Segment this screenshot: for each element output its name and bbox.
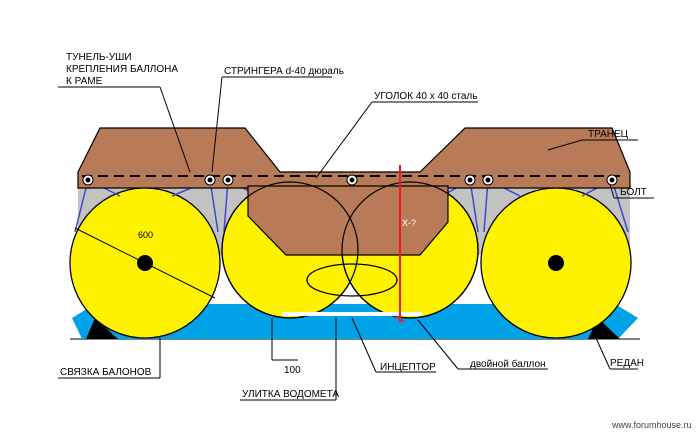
x-marker <box>395 165 405 323</box>
label-redan: РЕДАН <box>610 358 644 369</box>
inceptor-ellipse <box>306 263 398 297</box>
label-angle: УГОЛОК 40 х 40 сталь <box>374 91 477 102</box>
diameter-line <box>74 227 216 299</box>
label-inceptor: ИНЦЕПТОР <box>380 362 436 373</box>
label-tunnel-2: КРЕПЛЕНИЯ БАЛЛОНА <box>66 64 178 75</box>
pontoon-inner-right-outline <box>341 181 479 319</box>
inner-cavity <box>247 185 449 256</box>
label-diameter: 600 <box>138 230 153 240</box>
label-jet-volute: УЛИТКА ВОДОМЕТА <box>242 389 339 400</box>
watermark: www.forumhouse.ru <box>611 420 692 430</box>
leader-lines <box>58 76 654 401</box>
hull <box>72 304 638 339</box>
bolts <box>82 174 618 186</box>
hub-right <box>548 255 564 271</box>
pontoon-inner-left-outline <box>221 181 359 319</box>
label-stringers: СТРИНГЕРА d-40 дюраль <box>224 66 344 77</box>
label-100: 100 <box>284 365 301 376</box>
label-bolt: БОЛТ <box>620 187 647 198</box>
label-transom: ТРАНЕЦ <box>588 129 629 140</box>
redan-left <box>86 318 118 339</box>
label-double-balloon: двойной баллон <box>470 358 546 370</box>
label-x: X-? <box>402 218 416 228</box>
label-tunnel-3: К РАМЕ <box>66 76 103 87</box>
inceptor-plate <box>282 312 422 316</box>
tie-marker <box>225 295 231 299</box>
label-tie: СВЯЗКА БАЛОНОВ <box>60 367 152 378</box>
label-tunnel-1: ТУНЕЛЬ-УШИ <box>66 52 132 63</box>
